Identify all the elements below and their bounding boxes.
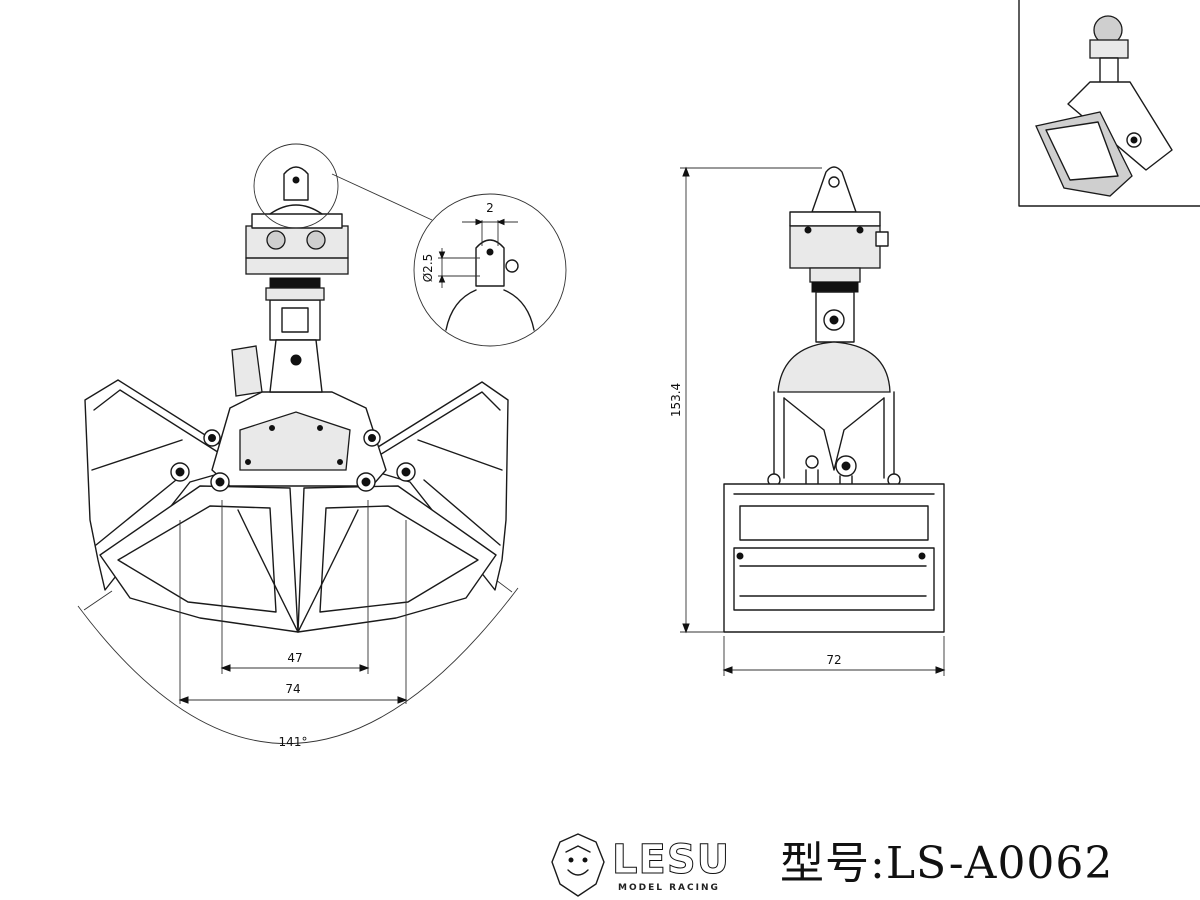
dim-line-74 bbox=[179, 520, 407, 704]
dim-pin-diameter: Ø2.5 bbox=[421, 254, 435, 283]
logo-subtext: MODEL RACING bbox=[618, 883, 720, 893]
dim-line-height bbox=[680, 167, 822, 633]
front-view: 47 74 141° bbox=[77, 143, 519, 749]
joint-bolts bbox=[170, 429, 416, 492]
thumbnail-frame bbox=[1018, 0, 1200, 207]
iso-thumbnail bbox=[1018, 0, 1200, 207]
angle-arc bbox=[77, 587, 519, 744]
left-jaw bbox=[84, 379, 233, 591]
side-rotator bbox=[789, 225, 881, 269]
pin-detail: 2 Ø2.5 bbox=[413, 193, 567, 347]
side-cover bbox=[777, 341, 891, 393]
hanger bbox=[811, 166, 857, 213]
dim-pin-width: 2 bbox=[486, 201, 494, 215]
dim-side-width: 72 bbox=[826, 653, 841, 667]
dim-line-side-width bbox=[723, 636, 945, 676]
dim-74: 74 bbox=[285, 682, 300, 696]
dim-angle: 141° bbox=[279, 735, 308, 749]
dim-47: 47 bbox=[287, 651, 302, 665]
detail-circle-small bbox=[253, 143, 339, 229]
lion-logo bbox=[551, 833, 605, 897]
side-view: 153.4 72 bbox=[669, 166, 946, 676]
side-bucket bbox=[723, 483, 945, 633]
dim-line-47 bbox=[221, 500, 369, 674]
dim-height: 153.4 bbox=[669, 383, 683, 417]
hydraulic-block bbox=[231, 345, 263, 397]
swivel-joint bbox=[269, 299, 321, 341]
model-label: 型号:LS-A0062 bbox=[780, 838, 1114, 889]
detail-circle-large bbox=[413, 193, 567, 347]
logo-text: LESU bbox=[611, 837, 731, 883]
rotator-housing bbox=[245, 225, 349, 275]
collar-ring bbox=[269, 277, 321, 289]
right-jaw bbox=[369, 381, 509, 591]
